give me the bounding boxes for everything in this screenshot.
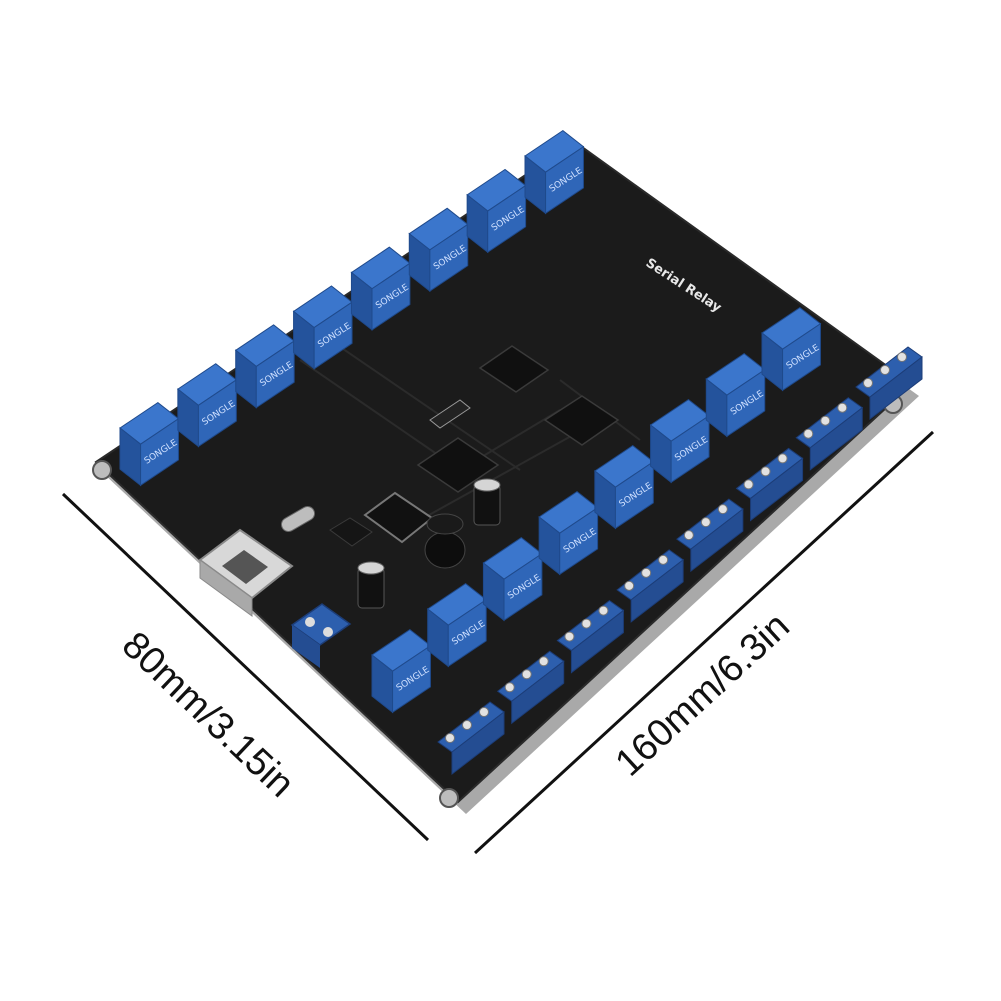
relay: SONGLE — [649, 398, 710, 484]
relay: SONGLE — [538, 490, 599, 576]
relay-row-back: SONGLESONGLESONGLESONGLESONGLESONGLESONG… — [119, 129, 585, 487]
screw-terminal — [616, 549, 684, 623]
capacitor — [357, 561, 385, 609]
ic-chip — [543, 395, 620, 446]
screw-terminal — [556, 599, 625, 674]
pin-header — [429, 399, 471, 429]
dimension-line-width — [61, 492, 430, 842]
crystal — [280, 506, 316, 532]
mount-hole — [92, 460, 112, 480]
terminal-row — [437, 346, 923, 776]
screw-terminal — [855, 346, 923, 421]
inductor — [424, 513, 466, 569]
ic-chip — [416, 437, 500, 493]
relay-row-front: SONGLESONGLESONGLESONGLESONGLESONGLESONG… — [371, 306, 822, 714]
relay: SONGLE — [408, 207, 469, 293]
dimension-line-length — [473, 430, 935, 855]
screw-terminal — [735, 447, 804, 522]
relay: SONGLE — [594, 444, 655, 530]
ic-chip — [478, 345, 550, 393]
relay: SONGLE — [761, 306, 822, 392]
screw-terminal — [496, 650, 565, 725]
relay: SONGLE — [292, 285, 353, 370]
relay: SONGLE — [524, 129, 585, 215]
screw-terminal — [437, 701, 505, 776]
screw-terminal — [795, 397, 864, 471]
relay: SONGLE — [705, 352, 766, 438]
relay: SONGLE — [426, 582, 487, 668]
screw-terminal — [676, 498, 744, 573]
dimension-label-width: 80mm/3.15in — [114, 624, 302, 806]
mount-hole — [439, 788, 459, 808]
ic-chip — [329, 517, 373, 547]
usb-b-port — [198, 528, 294, 617]
relay: SONGLE — [119, 401, 180, 487]
relay-board: Serial Relay — [92, 140, 919, 814]
relay: SONGLE — [466, 168, 527, 254]
relay: SONGLE — [350, 246, 411, 331]
power-terminal-block — [290, 603, 352, 668]
capacitor — [473, 478, 501, 526]
